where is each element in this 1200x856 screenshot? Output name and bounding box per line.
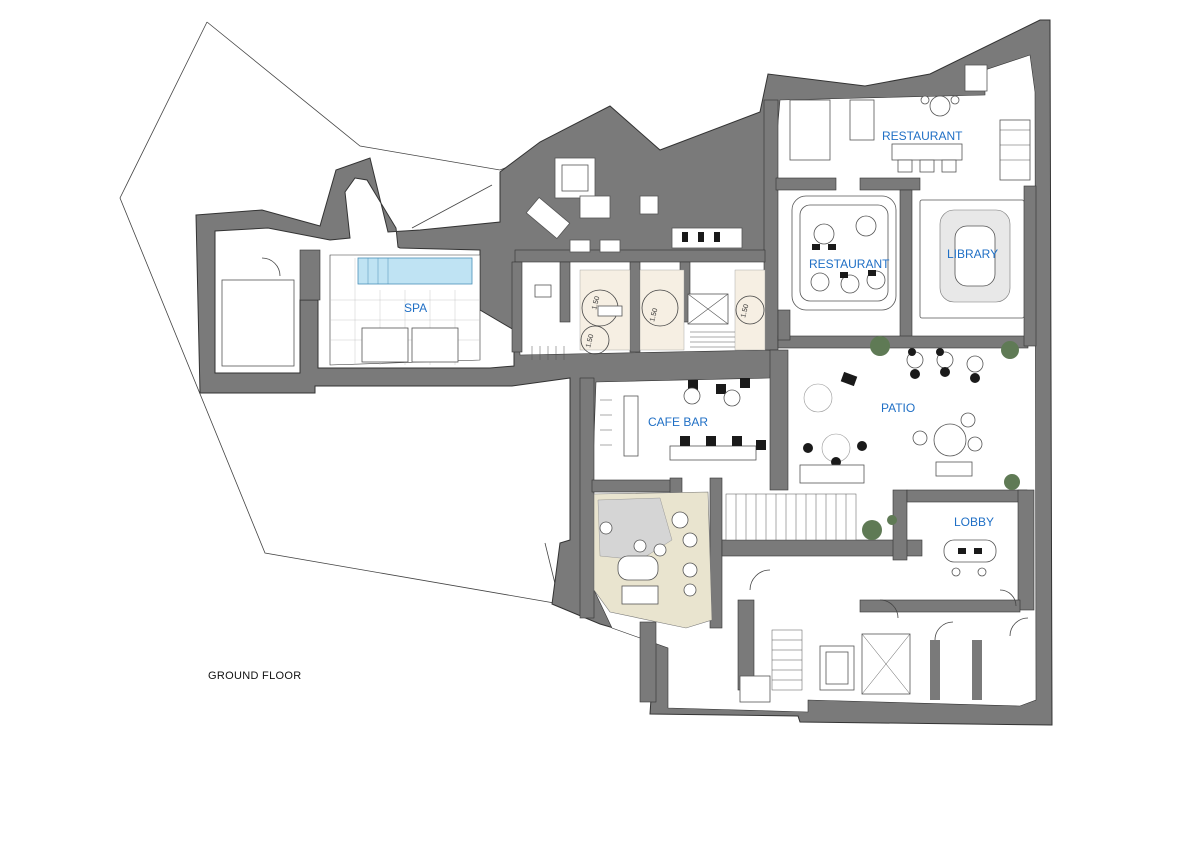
room-label-restaurant-north: RESTAURANT [882, 129, 963, 143]
dim-label-3: 1.50 [740, 303, 750, 318]
room-label-spa: SPA [404, 301, 427, 315]
kitchen-service [525, 157, 743, 253]
floor-label: GROUND FLOOR [208, 670, 301, 682]
site-line [411, 184, 493, 229]
room-label-restaurant-south: RESTAURANT [809, 257, 890, 271]
dim-label-2: 1.50 [649, 307, 659, 322]
room-label-patio: PATIO [881, 401, 915, 415]
cafe-bar [600, 378, 766, 461]
pool [357, 257, 473, 285]
back-of-house [739, 569, 1029, 703]
dim-label-1: 1.50 [591, 295, 601, 310]
room-label-library: LIBRARY [947, 247, 998, 261]
inner-walls [299, 99, 1037, 703]
room-label-lobby: LOBBY [954, 515, 994, 529]
dim-label-4: 1.50 [585, 333, 595, 348]
lobby-room [943, 539, 1017, 607]
restaurant-south [791, 195, 897, 311]
wc-block: 1.50 1.50 1.50 1.50 [531, 269, 766, 360]
cafe-lounge [593, 491, 713, 629]
restaurant-north [789, 64, 1031, 181]
room-label-cafe-bar: CAFE BAR [648, 415, 708, 429]
spa-room [221, 257, 480, 367]
library-room [919, 199, 1025, 319]
stairs [725, 493, 857, 691]
site-boundary-east [206, 21, 526, 171]
